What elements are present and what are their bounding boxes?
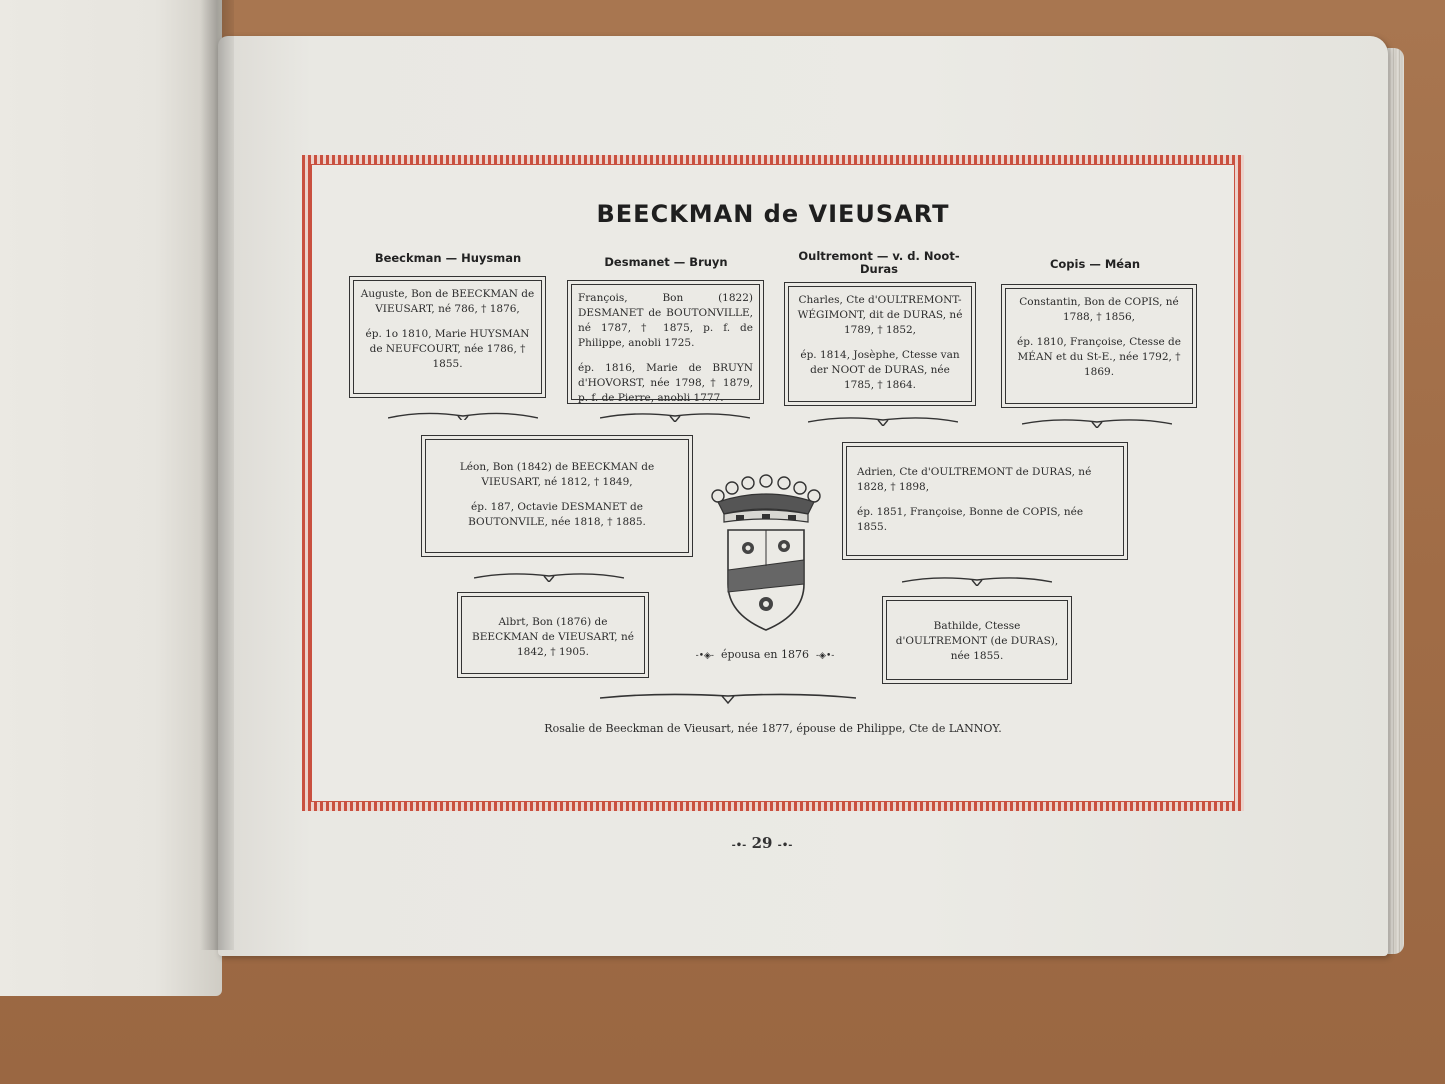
left-page <box>0 0 222 996</box>
ancestor-box-1: Auguste, Bon de BEECKMAN de VIEUSART, né… <box>349 276 546 398</box>
book-gutter <box>200 0 234 950</box>
ancestor-3-marriage: ép. 1814, Josèphe, Ctesse van der NOOT d… <box>800 349 960 391</box>
connector-brace-1 <box>388 412 538 420</box>
ancestor-2-birth: François, Bon (1822) DESMANET de BOUTONV… <box>578 292 753 349</box>
parent-left-marriage: ép. 187, Octavie DESMANET de BOUTONVILE,… <box>468 501 646 528</box>
page-number: -•- 29 -•- <box>731 834 793 852</box>
ancestor-box-2: François, Bon (1822) DESMANET de BOUTONV… <box>567 280 764 404</box>
ancestor-1-birth: Auguste, Bon de BEECKMAN de VIEUSART, né… <box>360 288 535 315</box>
column-heading-4: Copis — Méan <box>1049 257 1141 271</box>
parent-right-marriage: ép. 1851, Françoise, Bonne de COPIS, née… <box>857 506 1084 533</box>
connector-brace-4 <box>1022 419 1172 428</box>
footnote: Rosalie de Beeckman de Vieusart, née 187… <box>544 722 1002 735</box>
ancestor-4-birth: Constantin, Bon de COPIS, né 1788, † 185… <box>1019 296 1179 323</box>
coat-of-arms <box>711 474 821 631</box>
child-box-right: Bathilde, Ctesse d'OULTREMONT (de DURAS)… <box>882 596 1072 684</box>
connector-brace-5 <box>474 573 624 582</box>
decorative-border <box>302 155 1244 811</box>
parent-right-birth: Adrien, Cte d'OULTREMONT de DURAS, né 18… <box>857 466 1092 493</box>
ancestor-2-marriage: ép. 1816, Marie de BRUYN d'HOVORST, née … <box>578 362 753 404</box>
parent-box-left: Léon, Bon (1842) de BEECKMAN de VIEUSART… <box>421 435 693 557</box>
parent-left-birth: Léon, Bon (1842) de BEECKMAN de VIEUSART… <box>459 461 655 488</box>
ancestor-3-birth: Charles, Cte d'OULTREMONT-WÉGIMONT, dit … <box>797 294 963 336</box>
connector-brace-6 <box>902 577 1052 586</box>
child-right-text: Bathilde, Ctesse d'OULTREMONT (de DURAS)… <box>895 620 1059 662</box>
ancestor-1-marriage: ép. 1o 1810, Marie HUYSMAN de NEUFCOURT,… <box>365 328 530 370</box>
marriage-label: -•◈- épousa en 1876 -◈•- <box>695 648 835 661</box>
column-heading-2: Desmanet — Bruyn <box>604 255 728 269</box>
ancestor-box-3: Charles, Cte d'OULTREMONT-WÉGIMONT, dit … <box>784 282 976 406</box>
connector-brace-3 <box>808 417 958 426</box>
column-heading-1: Beeckman — Huysman <box>374 251 522 265</box>
connector-brace-bottom <box>600 693 856 705</box>
page-title: BEECKMAN de VIEUSART <box>596 200 950 228</box>
connector-brace-2 <box>600 413 750 422</box>
ancestor-box-4: Constantin, Bon de COPIS, né 1788, † 185… <box>1001 284 1197 408</box>
ancestor-4-marriage: ép. 1810, Françoise, Ctesse de MÉAN et d… <box>1017 336 1181 378</box>
parent-box-right: Adrien, Cte d'OULTREMONT de DURAS, né 18… <box>842 442 1128 560</box>
child-left-text: Albrt, Bon (1876) de BEECKMAN de VIEUSAR… <box>472 616 634 658</box>
child-box-left: Albrt, Bon (1876) de BEECKMAN de VIEUSAR… <box>457 592 649 678</box>
column-heading-3: Oultremont — v. d. Noot-Duras <box>798 249 960 276</box>
